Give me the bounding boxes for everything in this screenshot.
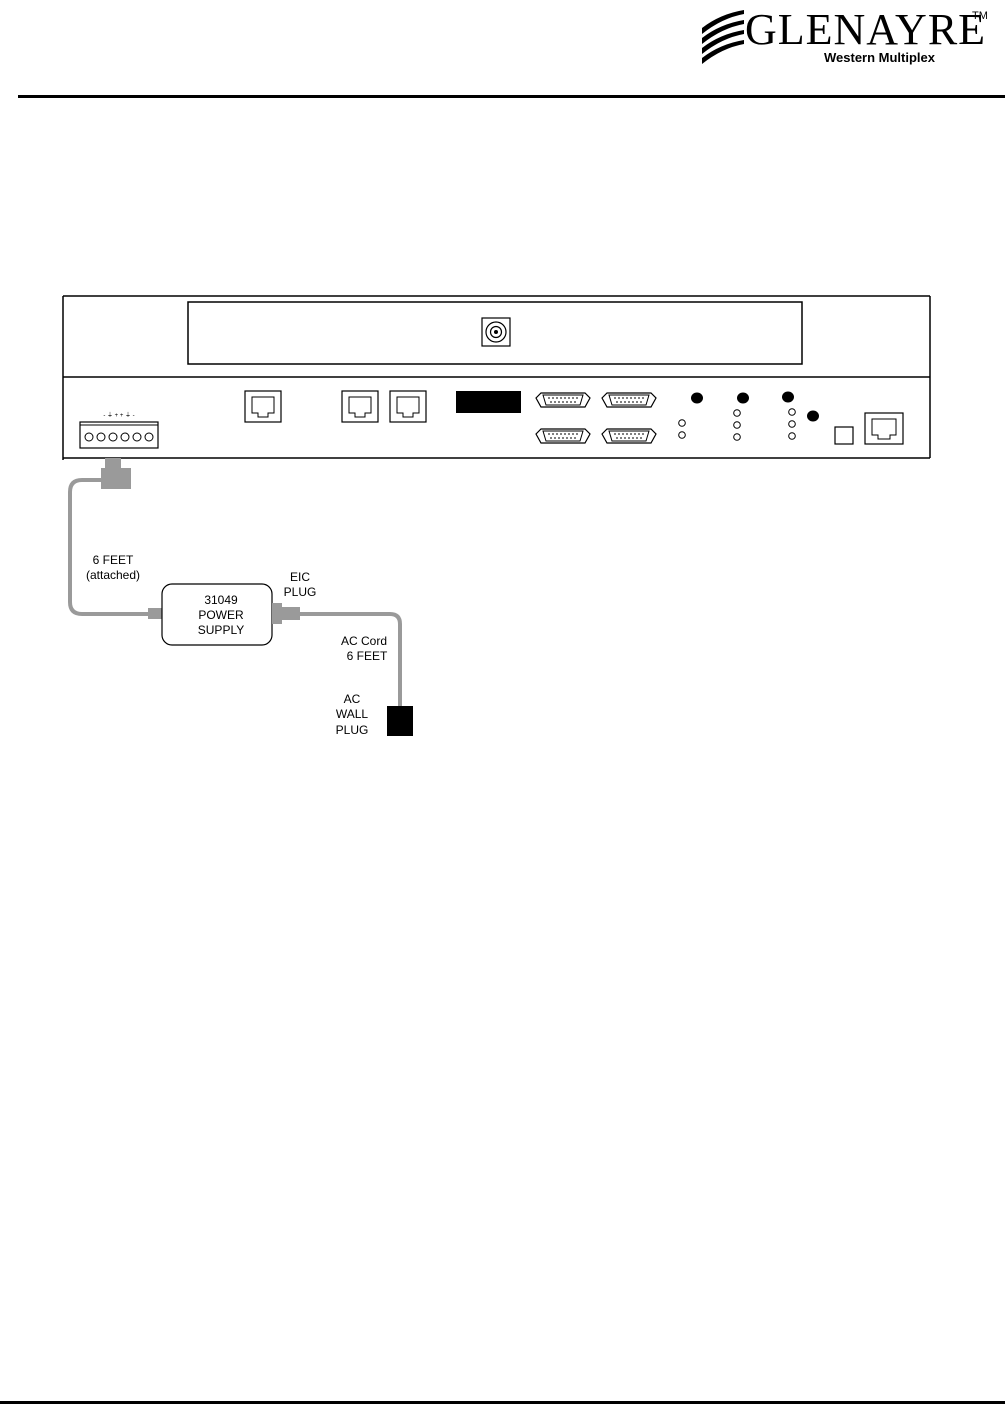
reset-switch: [835, 427, 853, 444]
rj45-jack-icon: [865, 413, 903, 444]
rj45-jack-icon: [390, 391, 426, 422]
eic-plug-label-line1: EIC: [290, 570, 310, 584]
label-plate: [456, 391, 521, 413]
dc-cable-length-label: 6 FEET: [93, 553, 134, 567]
ac-cord-label-line1: AC Cord: [341, 634, 387, 648]
ac-wall-plug: [387, 706, 413, 736]
status-leds: [679, 392, 819, 441]
db9-connector-icon: [602, 393, 656, 407]
device-rear-panel: [63, 296, 930, 460]
dc-cable: [70, 458, 162, 619]
footer-rule: [0, 1401, 1005, 1404]
wall-plug-label-line1: AC: [344, 692, 361, 706]
eic-plug-label-line2: PLUG: [284, 585, 317, 599]
wall-plug-label-line3: PLUG: [336, 723, 369, 737]
rj45-jack-icon: [342, 391, 378, 422]
coax-connector-icon: [482, 318, 510, 346]
terminal-block-marks: - ⏚ + + ⏚ -: [103, 412, 134, 419]
power-supply-label-line3: SUPPLY: [198, 623, 244, 637]
power-supply-label-line1: 31049: [204, 593, 238, 607]
wall-plug-label-line2: WALL: [336, 707, 369, 721]
rj45-jack-icon: [245, 391, 281, 422]
ac-cord-label-line2: 6 FEET: [347, 649, 388, 663]
power-terminal-block: - ⏚ + + ⏚ -: [80, 412, 158, 448]
db9-connector-icon: [536, 429, 590, 443]
db9-connector-icon: [602, 429, 656, 443]
dc-cable-attached-label: (attached): [86, 568, 140, 582]
power-supply-label-line2: POWER: [198, 608, 244, 622]
db9-connector-icon: [536, 393, 590, 407]
